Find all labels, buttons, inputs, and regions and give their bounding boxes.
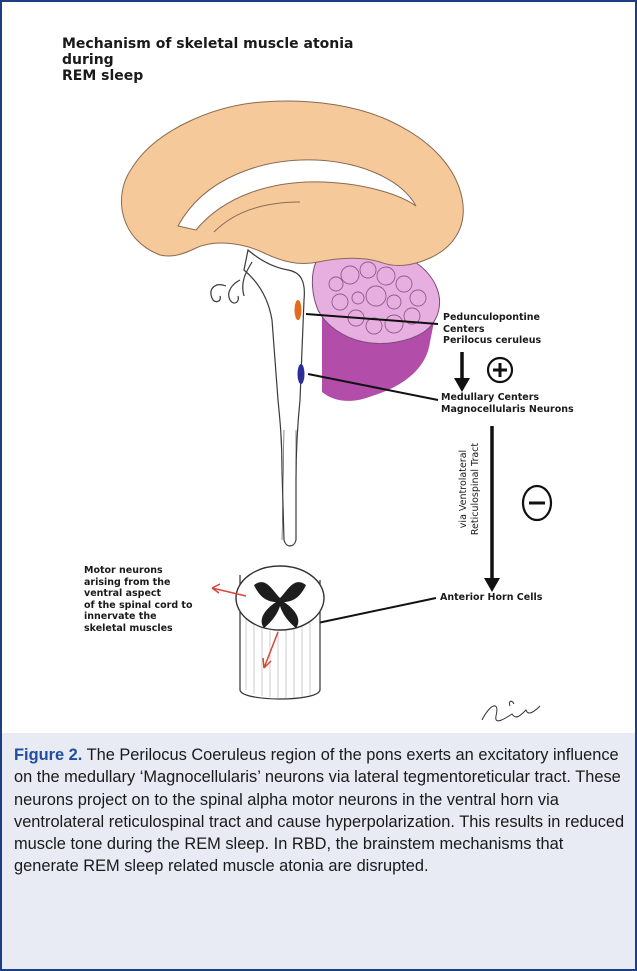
plus-sign-icon (488, 358, 512, 382)
artist-signature-icon (482, 701, 540, 721)
tract-label-text: via Ventrolateral Reticulospinal Tract (458, 424, 482, 554)
figure-caption: Figure 2. The Perilocus Coeruleus region… (14, 744, 626, 878)
blue-marker (298, 364, 305, 384)
figure-label: Figure 2. (14, 746, 82, 764)
pedunculopontine-label: Pedunculopontine Centers Perilocus cerul… (443, 312, 541, 347)
motor-neurons-label: Motor neurons arising from the ventral a… (84, 565, 193, 634)
spinal-cord-section (236, 566, 324, 699)
medullary-label: Medullary Centers Magnocellularis Neuron… (441, 392, 574, 415)
brainstem (244, 250, 304, 546)
inhibitory-arrow (484, 426, 500, 592)
caption-text: The Perilocus Coeruleus region of the po… (14, 746, 624, 875)
excitatory-arrow (454, 352, 470, 392)
orange-marker (295, 300, 302, 320)
anterior-horn-label: Anterior Horn Cells (440, 592, 542, 604)
minus-sign-icon (523, 486, 551, 520)
